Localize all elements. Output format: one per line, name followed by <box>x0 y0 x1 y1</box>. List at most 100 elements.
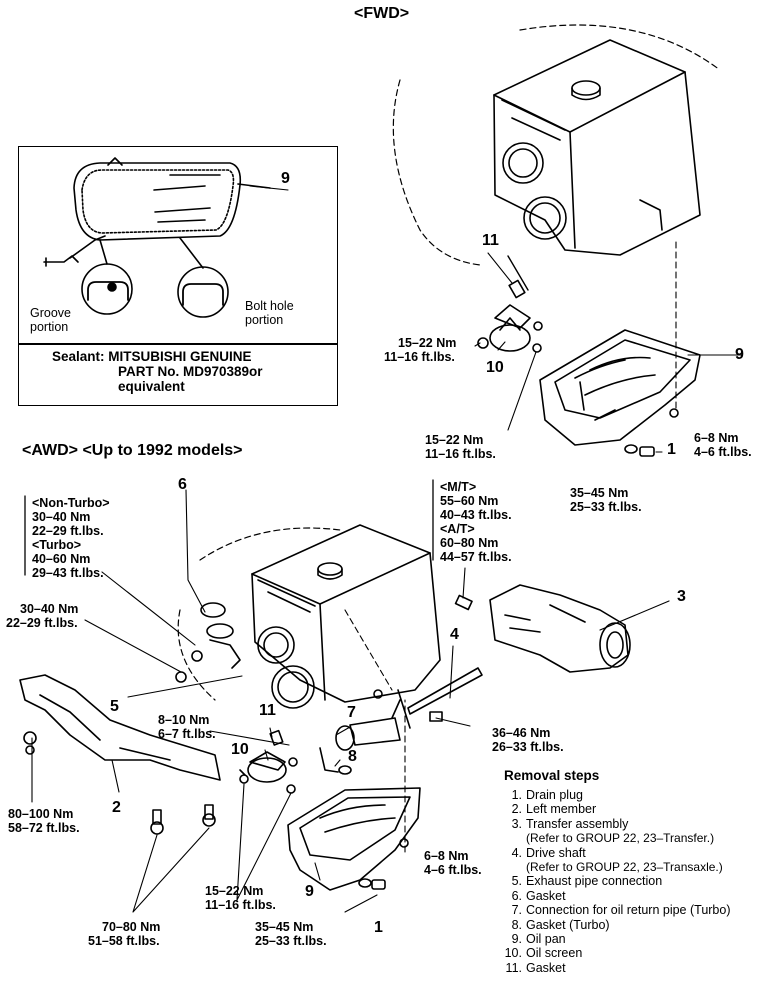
inset-art <box>43 157 271 318</box>
awd-oil-pan <box>287 787 421 891</box>
awd-torque-pan2-ftlbs: 4–6 ft.lbs. <box>424 863 482 877</box>
awd-callout-9: 9 <box>305 883 314 900</box>
awd-callout-7: 7 <box>347 704 356 721</box>
awd-torque-screen-nm: 8–10 Nm <box>158 713 210 727</box>
awd-torque-member-nm: 80–100 Nm <box>8 807 74 821</box>
awd-oil-screen <box>239 729 298 794</box>
awd-turbo-label: <Turbo> <box>32 538 82 552</box>
awd-callout-5: 5 <box>110 698 119 715</box>
inset-groove-label-1: Groove <box>30 306 71 320</box>
awd-turbo-nm: 40–60 Nm <box>32 552 91 566</box>
awd-nonturbo-label: <Non-Turbo> <box>32 496 110 510</box>
removal-step: 9. Oil pan <box>504 932 731 946</box>
removal-step-number: 9. <box>511 932 522 947</box>
removal-step: 7. Connection for oil return pipe (Turbo) <box>504 903 731 917</box>
fwd-oil-screen <box>477 255 543 353</box>
fwd-header: <FWD> <box>354 5 410 22</box>
awd-torque-exhaust-nm: 30–40 Nm <box>20 602 79 616</box>
awd-callout-3: 3 <box>677 588 686 605</box>
fwd-engine-block <box>392 24 721 266</box>
awd-oil-return <box>319 689 401 775</box>
fwd-callout-10: 10 <box>486 359 504 376</box>
removal-step-label: Exhaust pipe connection <box>526 874 663 889</box>
awd-torque-member-ftlbs: 58–72 ft.lbs. <box>8 821 80 835</box>
awd-at-nm: 60–80 Nm <box>440 536 499 550</box>
awd-left-member <box>19 674 246 835</box>
removal-step-label: Gasket <box>526 960 566 975</box>
fwd-torque-3a: 6–8 Nm <box>694 431 739 445</box>
awd-callout-6: 6 <box>178 476 187 493</box>
removal-step-number: 8. <box>511 917 522 932</box>
removal-step: 3.Transfer assembly <box>504 817 731 831</box>
awd-leaders <box>31 489 670 913</box>
awd-at-label: <A/T> <box>440 522 475 536</box>
awd-engine-block <box>177 524 441 709</box>
fwd-leaders <box>249 185 743 453</box>
sealant-inset <box>18 146 338 406</box>
awd-torque-shaft-ftlbs: 26–33 ft.lbs. <box>492 740 564 754</box>
inset-groove-label-2: portion <box>30 320 69 334</box>
removal-step-number: 5. <box>511 874 522 889</box>
awd-exhaust-parts <box>175 602 241 683</box>
fwd-torque-2b: 11–16 ft.lbs. <box>425 447 496 461</box>
removal-step-label: Gasket <box>526 888 566 903</box>
fwd-torque-1b: 11–16 ft.lbs. <box>384 350 455 364</box>
fwd-callout-1: 1 <box>667 441 676 458</box>
removal-step-label: Drain plug <box>526 788 583 802</box>
fwd-torque-1a: 15–22 Nm <box>398 336 457 350</box>
removal-steps-title: Removal steps <box>504 768 600 783</box>
removal-step-label: Gasket (Turbo) <box>526 917 610 932</box>
awd-turbo-ftlbs: 29–43 ft.lbs. <box>32 566 104 580</box>
fwd-torque-4a: 35–45 Nm <box>570 486 629 500</box>
fwd-torque-3b: 4–6 ft.lbs. <box>694 445 752 459</box>
removal-step: 10.Oil screen <box>504 946 731 960</box>
awd-torque-shaft-nm: 36–46 Nm <box>492 726 551 740</box>
awd-drive-shaft <box>391 667 483 729</box>
awd-torque-pan-ftlbs: 11–16 ft.lbs. <box>205 898 276 912</box>
awd-mt-nm: 55–60 Nm <box>440 494 499 508</box>
awd-callout-8: 8 <box>348 748 357 765</box>
removal-step-label: Drive shaft <box>526 845 586 860</box>
fwd-torque-4b: 25–33 ft.lbs. <box>570 500 642 514</box>
inset-callout-9: 9 <box>281 170 290 187</box>
removal-step-number: 11. <box>505 960 522 975</box>
awd-transfer-assembly <box>454 584 631 673</box>
sealant-line-2: PART No. MD970389or <box>118 364 263 379</box>
awd-callout-11: 11 <box>259 702 276 719</box>
removal-step: 6. Gasket <box>504 889 731 903</box>
sealant-line-1: Sealant: MITSUBISHI GENUINE <box>52 349 252 364</box>
awd-mt-label: <M/T> <box>440 480 477 494</box>
inset-bolt-label-2: portion <box>245 313 284 327</box>
awd-mt-ftlbs: 40–43 ft.lbs. <box>440 508 512 522</box>
removal-step-label: Connection for oil return pipe (Turbo) <box>526 903 731 918</box>
fwd-callout-9: 9 <box>735 346 744 363</box>
inset-divider <box>19 343 337 345</box>
fwd-oil-pan <box>539 329 701 457</box>
removal-step-number: 6. <box>511 888 522 903</box>
sealant-line-3: equivalent <box>118 379 185 394</box>
awd-torque-screen-ftlbs: 6–7 ft.lbs. <box>158 727 216 741</box>
removal-step-number: 7. <box>511 903 522 918</box>
removal-step-label: Transfer assembly <box>526 816 629 831</box>
removal-step: 2.Left member <box>504 802 731 816</box>
awd-torque-pan-nm: 15–22 Nm <box>205 884 264 898</box>
removal-step-number: 4. <box>511 845 522 860</box>
removal-step-number: 10. <box>504 946 522 961</box>
awd-torque-pan2-nm: 6–8 Nm <box>424 849 469 863</box>
awd-bracket-marks <box>24 479 434 576</box>
awd-header: <AWD> <Up to 1992 models> <box>22 442 243 459</box>
awd-callout-1: 1 <box>374 919 383 936</box>
fwd-callout-11: 11 <box>482 232 499 249</box>
removal-step-label: Left member <box>526 802 597 817</box>
awd-callout-10: 10 <box>231 741 249 758</box>
removal-step-label: Oil pan <box>526 932 566 947</box>
removal-step-reference: (Refer to GROUP 22, 23–Transaxle.) <box>526 860 723 875</box>
awd-nonturbo-nm: 30–40 Nm <box>32 510 91 524</box>
removal-step: 8. Gasket (Turbo) <box>504 918 731 932</box>
removal-step-reference: (Refer to GROUP 22, 23–Transfer.) <box>526 831 715 846</box>
removal-step-number: 1. <box>511 788 522 802</box>
removal-step: 11. Gasket <box>504 961 731 975</box>
